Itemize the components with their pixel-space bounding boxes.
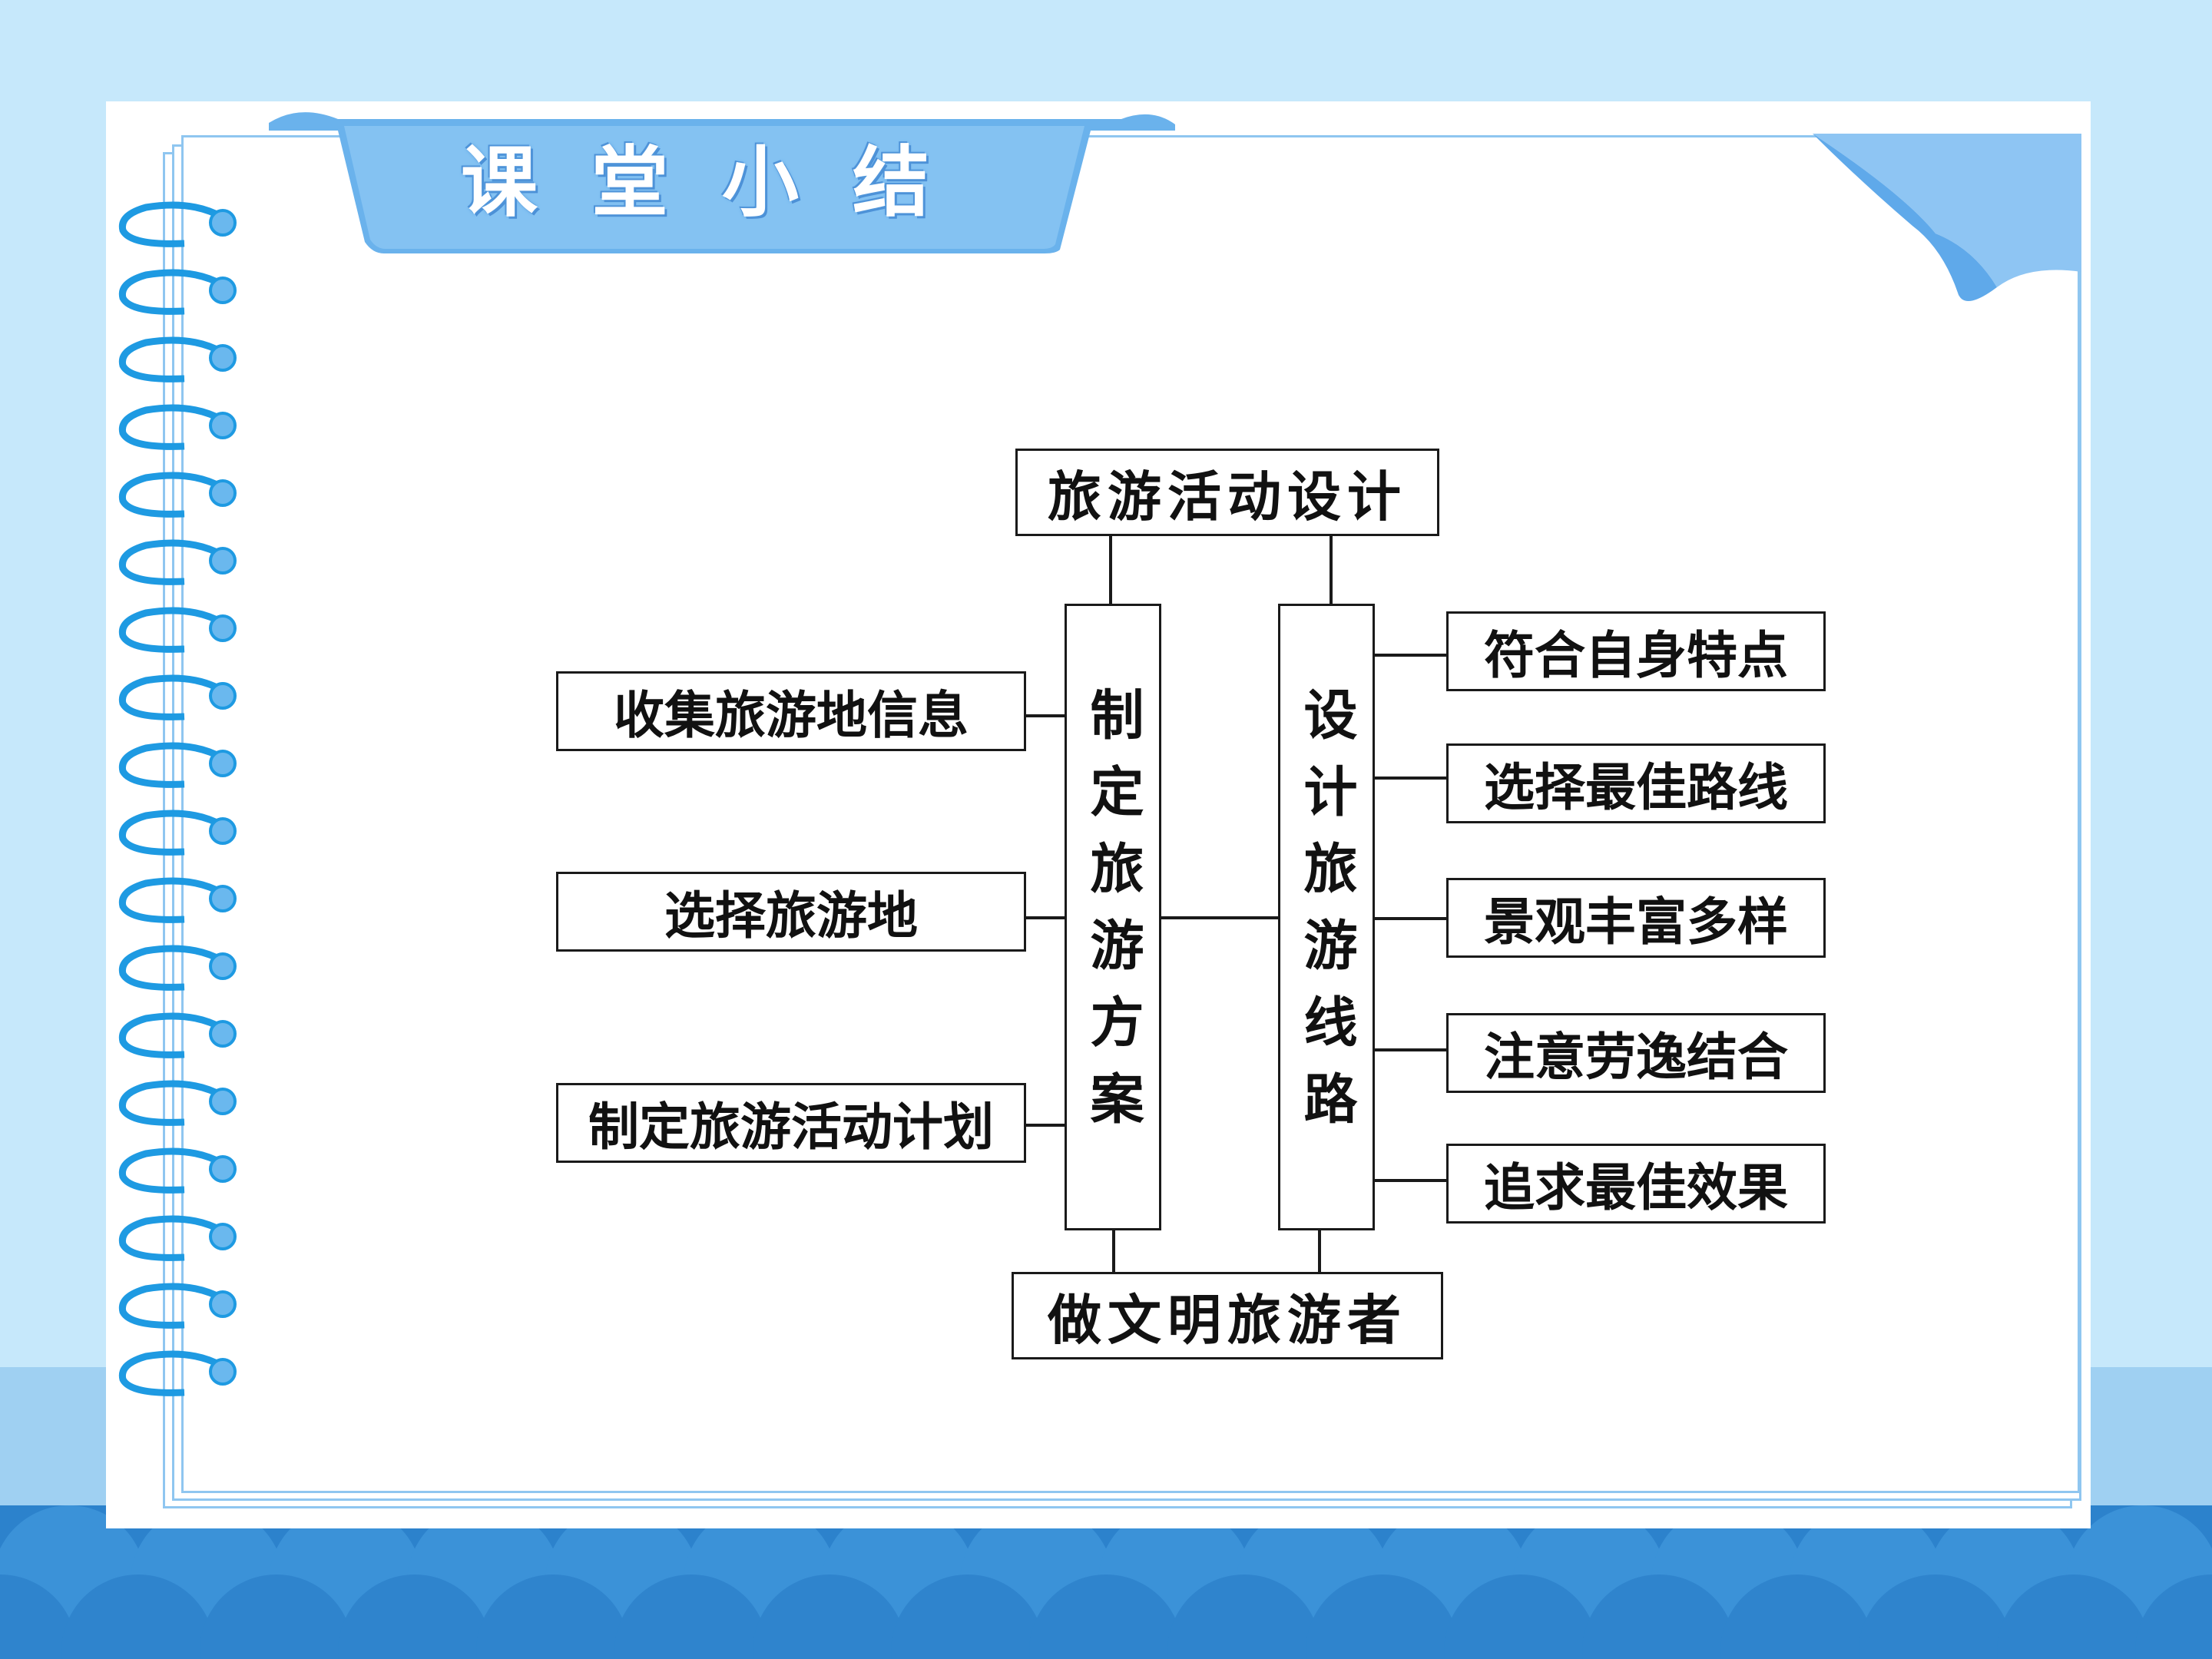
left-item-2: 选择旅游地 xyxy=(556,872,1026,952)
connector-left-1 xyxy=(1025,714,1066,717)
right-item-1: 符合自身特点 xyxy=(1446,611,1826,691)
branch-left-node: 制定旅游方案 xyxy=(1065,604,1161,1230)
connector-right-4 xyxy=(1373,1048,1448,1051)
connector-right-2 xyxy=(1373,777,1448,780)
right-item-4: 注意劳逸结合 xyxy=(1446,1013,1826,1093)
connector-bottom-left xyxy=(1112,1229,1115,1273)
connector-left-3 xyxy=(1025,1124,1066,1127)
connector-branches xyxy=(1160,916,1280,919)
right-item-2: 选择最佳路线 xyxy=(1446,743,1826,823)
concept-diagram: 旅游活动设计 制定旅游方案 设计旅游线路 收集旅游地信息 选择旅游地 制定旅游活… xyxy=(538,430,1859,1382)
branch-right-node: 设计旅游线路 xyxy=(1278,604,1375,1230)
connector-right-3 xyxy=(1373,917,1448,920)
connector-right-5 xyxy=(1373,1179,1448,1182)
connector-root-right xyxy=(1330,535,1333,605)
right-item-3: 景观丰富多样 xyxy=(1446,878,1826,958)
spiral-binding xyxy=(118,201,237,1396)
connector-root-left xyxy=(1109,535,1112,605)
connector-bottom-right xyxy=(1318,1229,1321,1273)
wave-decoration xyxy=(0,1505,2212,1659)
left-item-3: 制定旅游活动计划 xyxy=(556,1083,1026,1163)
left-item-1: 收集旅游地信息 xyxy=(556,671,1026,751)
right-item-5: 追求最佳效果 xyxy=(1446,1144,1826,1224)
title-tab xyxy=(269,112,1175,253)
page-title: 课堂小结 xyxy=(461,137,983,227)
connector-right-1 xyxy=(1373,654,1448,657)
bottom-node: 做文明旅游者 xyxy=(1012,1272,1443,1359)
page-curl-icon xyxy=(1813,134,2081,303)
root-node: 旅游活动设计 xyxy=(1015,449,1439,536)
connector-left-2 xyxy=(1025,916,1066,919)
